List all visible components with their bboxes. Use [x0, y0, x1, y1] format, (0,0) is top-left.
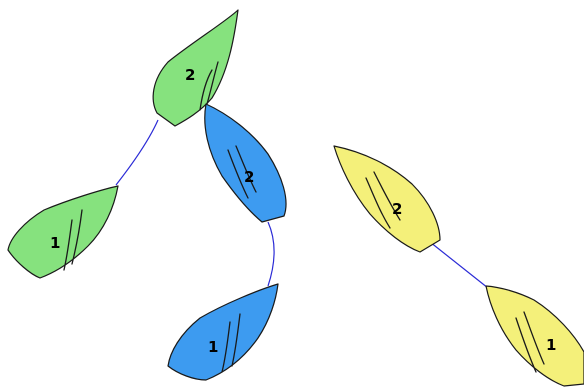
yellow-boat-front-label: 2 — [392, 200, 402, 218]
yellow-tow-rope — [430, 242, 488, 288]
blue-tow-rope — [268, 222, 274, 286]
yellow-boat-rear: 1 — [486, 286, 584, 386]
green-pair: 2 1 — [8, 10, 238, 278]
green-boat-rear: 1 — [8, 186, 118, 278]
blue-boat-front: 2 — [205, 104, 286, 222]
blue-boat-rear-label: 1 — [208, 338, 218, 356]
green-tow-rope — [116, 120, 158, 185]
yellow-pair: 2 1 — [334, 146, 584, 386]
blue-boat-rear: 1 — [168, 284, 278, 380]
green-boat-front-label: 2 — [185, 66, 195, 84]
yellow-boat-front: 2 — [334, 146, 440, 252]
yellow-boat-rear-label: 1 — [546, 336, 556, 354]
yellow-boat-front-hull — [334, 146, 440, 252]
blue-pair: 2 1 — [168, 104, 286, 380]
blue-boat-front-label: 2 — [244, 168, 254, 186]
green-boat-rear-hull — [8, 186, 118, 278]
green-boat-front-hull — [153, 10, 238, 126]
blue-boat-front-hull — [205, 104, 286, 222]
green-boat-front: 2 — [153, 10, 238, 126]
green-boat-rear-label: 1 — [50, 234, 60, 252]
